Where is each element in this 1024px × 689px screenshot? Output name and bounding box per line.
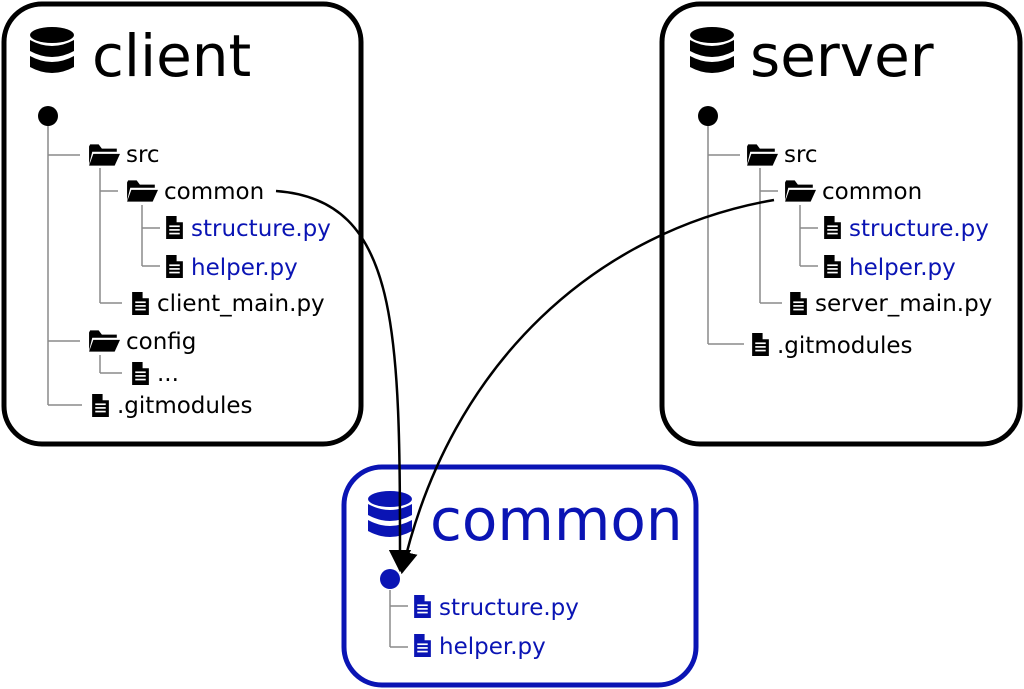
tree-item-config: config (126, 329, 196, 355)
tree-item-structure: structure.py (849, 216, 989, 242)
tree-item-src: src (784, 142, 818, 168)
database-icon (690, 27, 734, 73)
tree-item-helper: helper.py (191, 255, 298, 281)
tree-item-src: src (126, 142, 160, 168)
server-common-link-arrow (395, 198, 775, 575)
server-repo-frame (659, 1, 1023, 447)
tree-item-structure: structure.py (191, 216, 331, 242)
root-dot (380, 569, 400, 589)
tree-lines (707, 118, 818, 345)
database-icon (368, 491, 412, 537)
server-repo: server src common structure.py helper.py… (659, 1, 1023, 447)
root-dot (38, 106, 58, 126)
database-icon (30, 27, 74, 73)
tree-item-ellipsis: ... (157, 361, 179, 387)
tree-item-common: common (822, 179, 922, 205)
repo-title: server (750, 22, 934, 90)
common-repo: common structure.py helper.py (341, 464, 699, 688)
tree-item-helper: helper.py (849, 255, 956, 281)
tree-lines (47, 118, 160, 406)
repo-title: client (92, 22, 251, 90)
tree-item-helper: helper.py (439, 634, 546, 660)
tree-lines (389, 590, 408, 648)
client-common-link-arrow (275, 189, 412, 573)
repo-title: common (430, 486, 683, 554)
tree-item-client-main: client_main.py (157, 291, 325, 317)
tree-item-gitmodules: .gitmodules (777, 333, 913, 359)
tree-item-server-main: server_main.py (815, 291, 992, 317)
client-repo: client src common structure.py helper.py… (1, 1, 364, 447)
common-repo-frame (341, 464, 699, 688)
tree-item-common: common (164, 179, 264, 205)
tree-item-structure: structure.py (439, 595, 579, 621)
tree-item-gitmodules: .gitmodules (117, 393, 253, 419)
root-dot (698, 106, 718, 126)
